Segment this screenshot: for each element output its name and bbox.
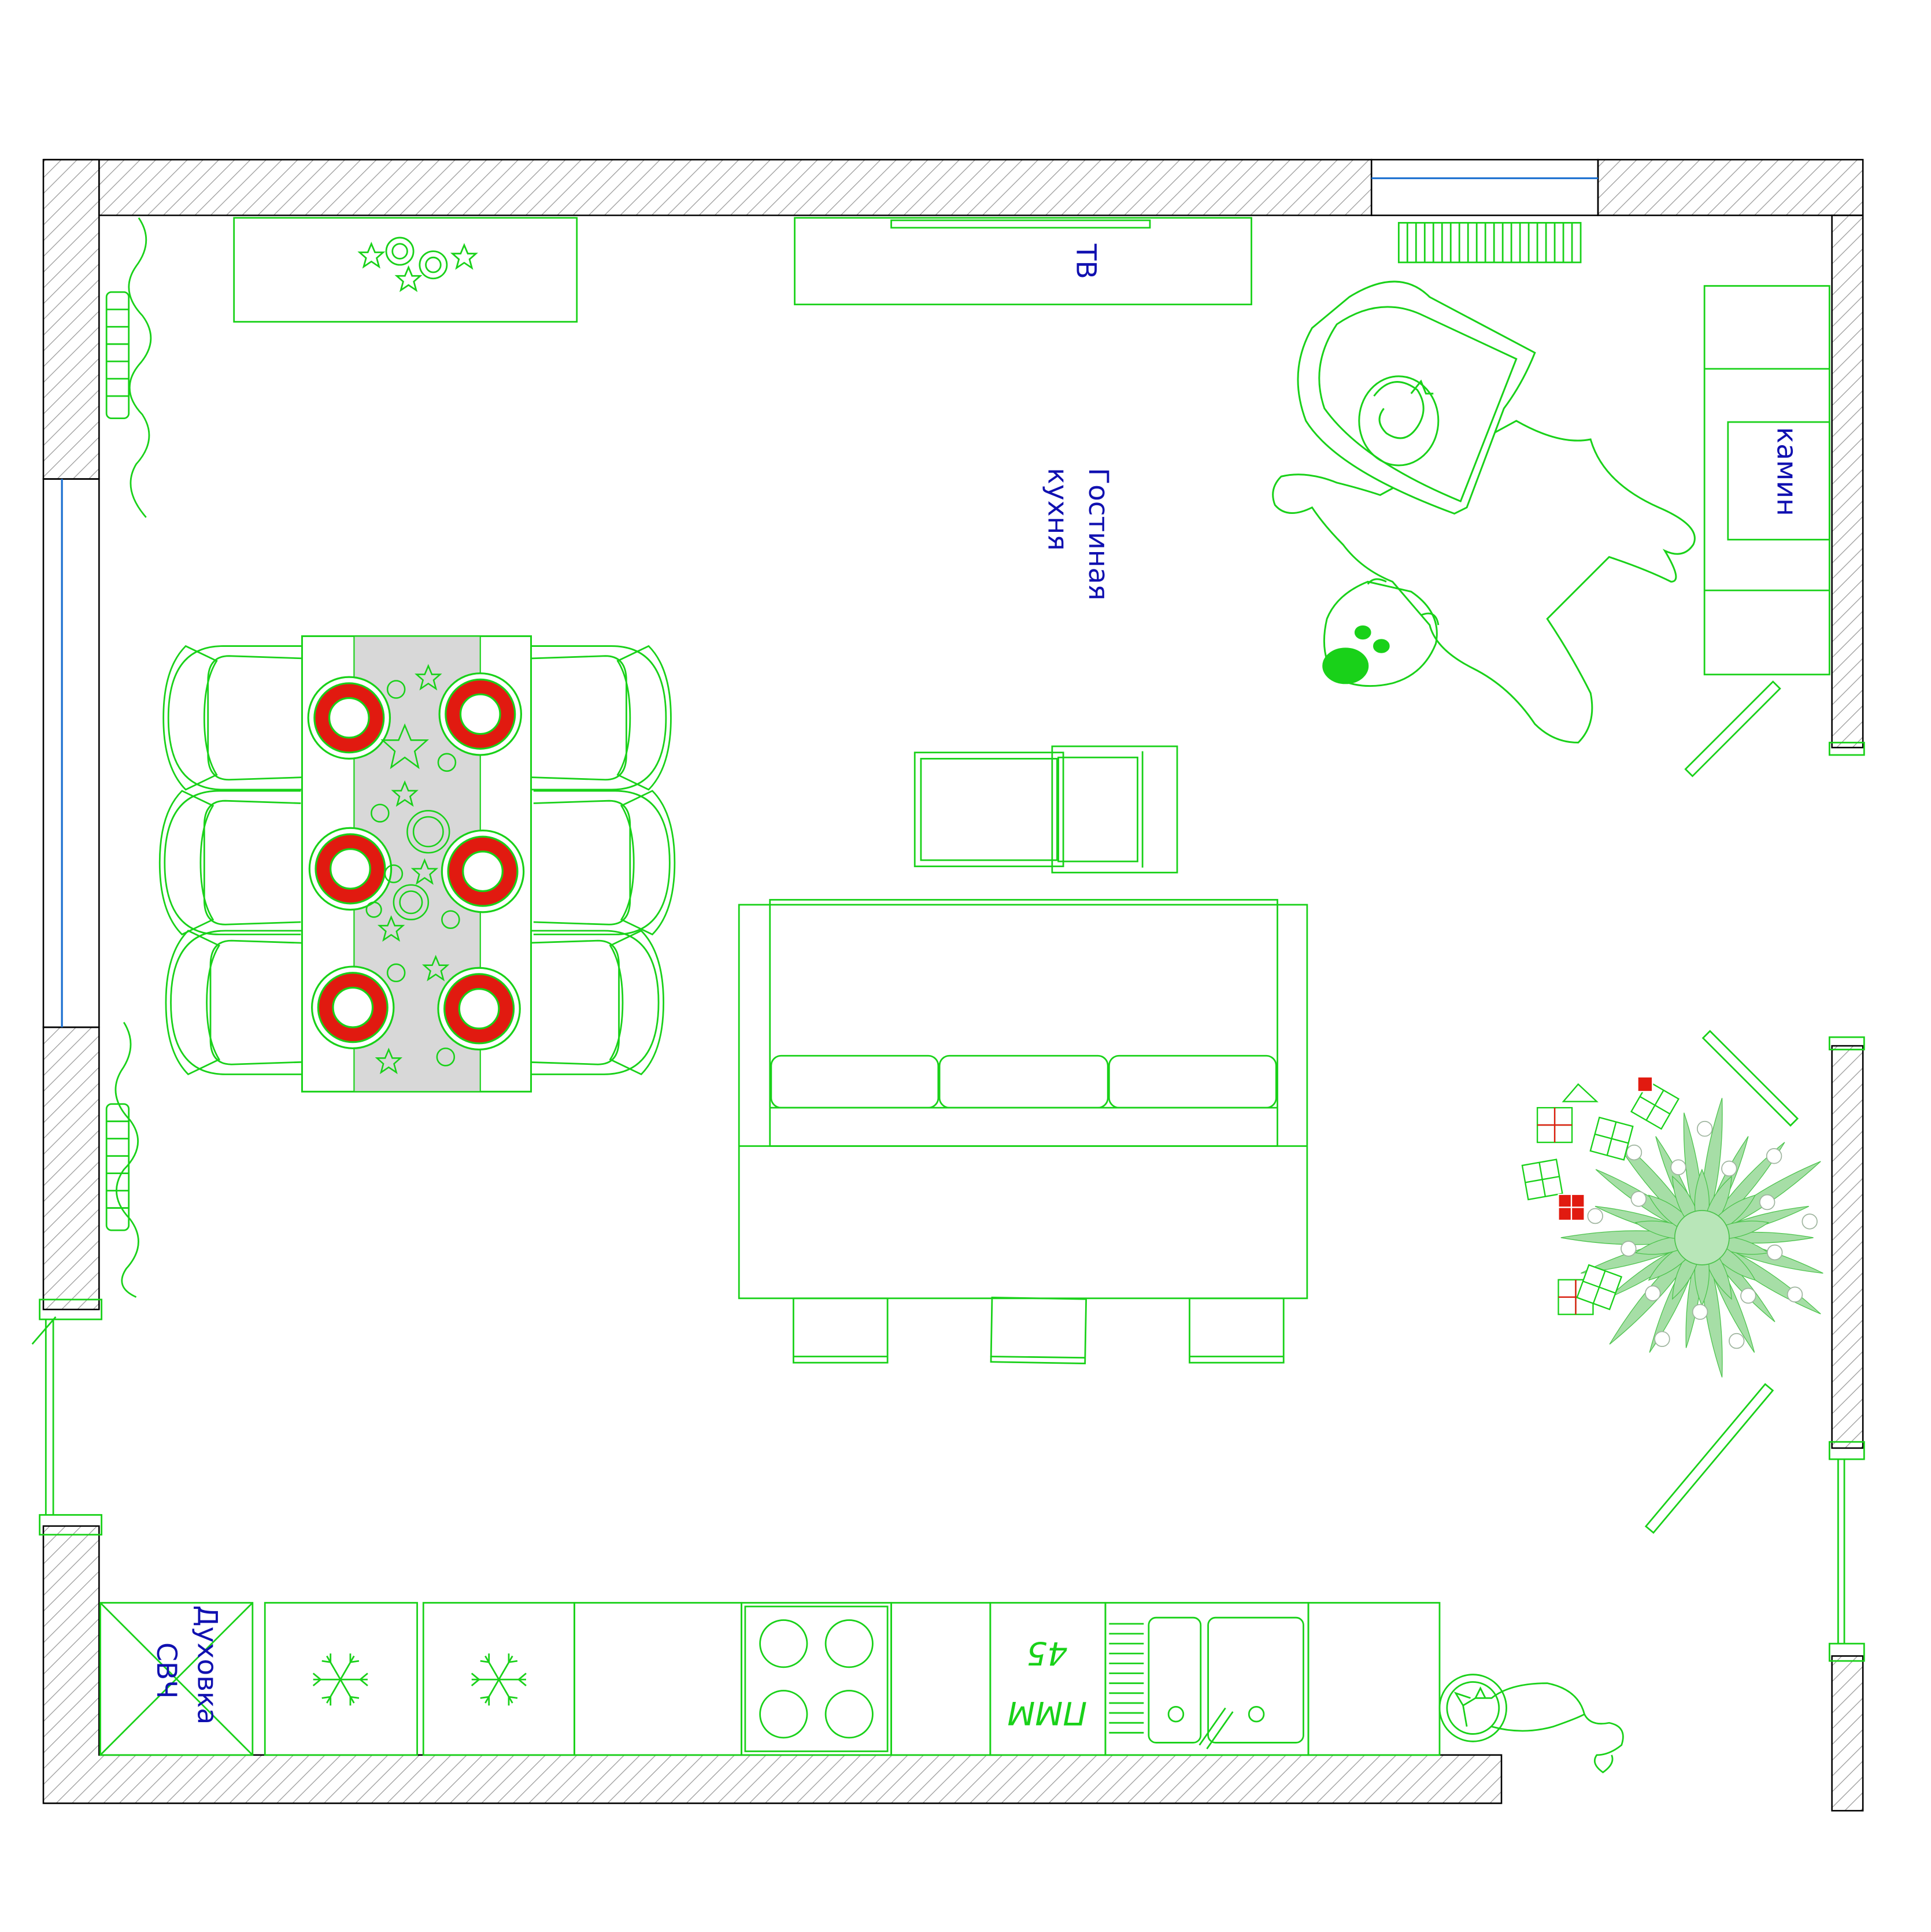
curtains [114, 217, 152, 1298]
radiator-icon [105, 291, 130, 420]
cat-icon [1438, 1674, 1624, 1774]
radiators [105, 221, 1582, 1231]
gift-icon [1562, 1083, 1599, 1102]
tv-label: ТВ [1070, 243, 1102, 279]
door-right-bottom [1644, 1383, 1865, 1662]
room-label-line1: Гостиная [1082, 468, 1114, 600]
sideboard [233, 217, 578, 323]
wall-bottom [42, 1525, 1503, 1804]
dishwasher [989, 1602, 1107, 1756]
plate [310, 965, 395, 1049]
bar-stools [793, 1297, 1285, 1364]
tv-stand [794, 217, 1252, 306]
plate [441, 829, 525, 913]
christmas-tree-icon [1560, 1098, 1823, 1378]
wall-top [43, 158, 1373, 216]
chairs-right [521, 645, 676, 1075]
snowflake-icon [312, 1652, 369, 1707]
radiator-icon [1397, 221, 1582, 264]
gift-icon [1537, 1108, 1573, 1143]
fireplace-label: камин [1770, 427, 1802, 516]
wall-right-lower [1831, 1655, 1864, 1812]
wall-right-upper [1831, 214, 1864, 749]
table-decor [365, 665, 460, 1074]
oven-label-line1: Духовка [191, 1605, 223, 1724]
dishwasher-label-line2: 45 [1027, 1634, 1068, 1672]
bear-rug-icon [1272, 420, 1696, 744]
sink [1109, 1616, 1304, 1749]
wall-right-mid [1831, 1045, 1864, 1449]
snowflake-icon [471, 1652, 527, 1707]
dining-set [158, 635, 676, 1093]
doors [31, 680, 1865, 1662]
wall-left-upper [42, 158, 100, 480]
ottoman [913, 745, 1178, 874]
fireplace [1703, 285, 1830, 676]
kitchen-counter [99, 1602, 1441, 1756]
door-left [31, 1298, 103, 1536]
counter-cabinet [574, 1602, 742, 1756]
counter-cabinet [1307, 1602, 1441, 1756]
wall-left-mid [42, 1026, 100, 1311]
oven-cabinet [99, 1602, 254, 1756]
tv-screen [890, 219, 1151, 229]
plate [307, 676, 391, 760]
armchair [1297, 280, 1536, 515]
oven-label-line2: СВЧ [150, 1642, 182, 1698]
chairs-left [158, 645, 308, 1075]
curtain-upper [128, 217, 152, 518]
dishwasher-label-line1: ПММ [1007, 1694, 1087, 1731]
cooktop [741, 1602, 892, 1756]
sofa [738, 899, 1308, 1300]
door-right-top [1684, 680, 1865, 1127]
plate [308, 827, 393, 911]
counter-cabinet [890, 1602, 992, 1756]
plate [437, 967, 521, 1051]
wall-top-right [1597, 158, 1864, 216]
cat-icon [1373, 379, 1434, 439]
windows [42, 158, 1599, 1028]
curtain-lower [114, 1021, 139, 1298]
gifts [1521, 1076, 1680, 1315]
radiator-icon [105, 1103, 130, 1231]
gift-icon [1521, 1159, 1563, 1201]
fridge-cabinet [264, 1602, 418, 1756]
window-left [42, 478, 100, 1028]
walls [42, 158, 1864, 1812]
room-label-line2: кухня [1041, 468, 1073, 550]
window-top [1370, 158, 1599, 216]
gift-icon [1637, 1076, 1653, 1093]
plate [438, 672, 523, 756]
